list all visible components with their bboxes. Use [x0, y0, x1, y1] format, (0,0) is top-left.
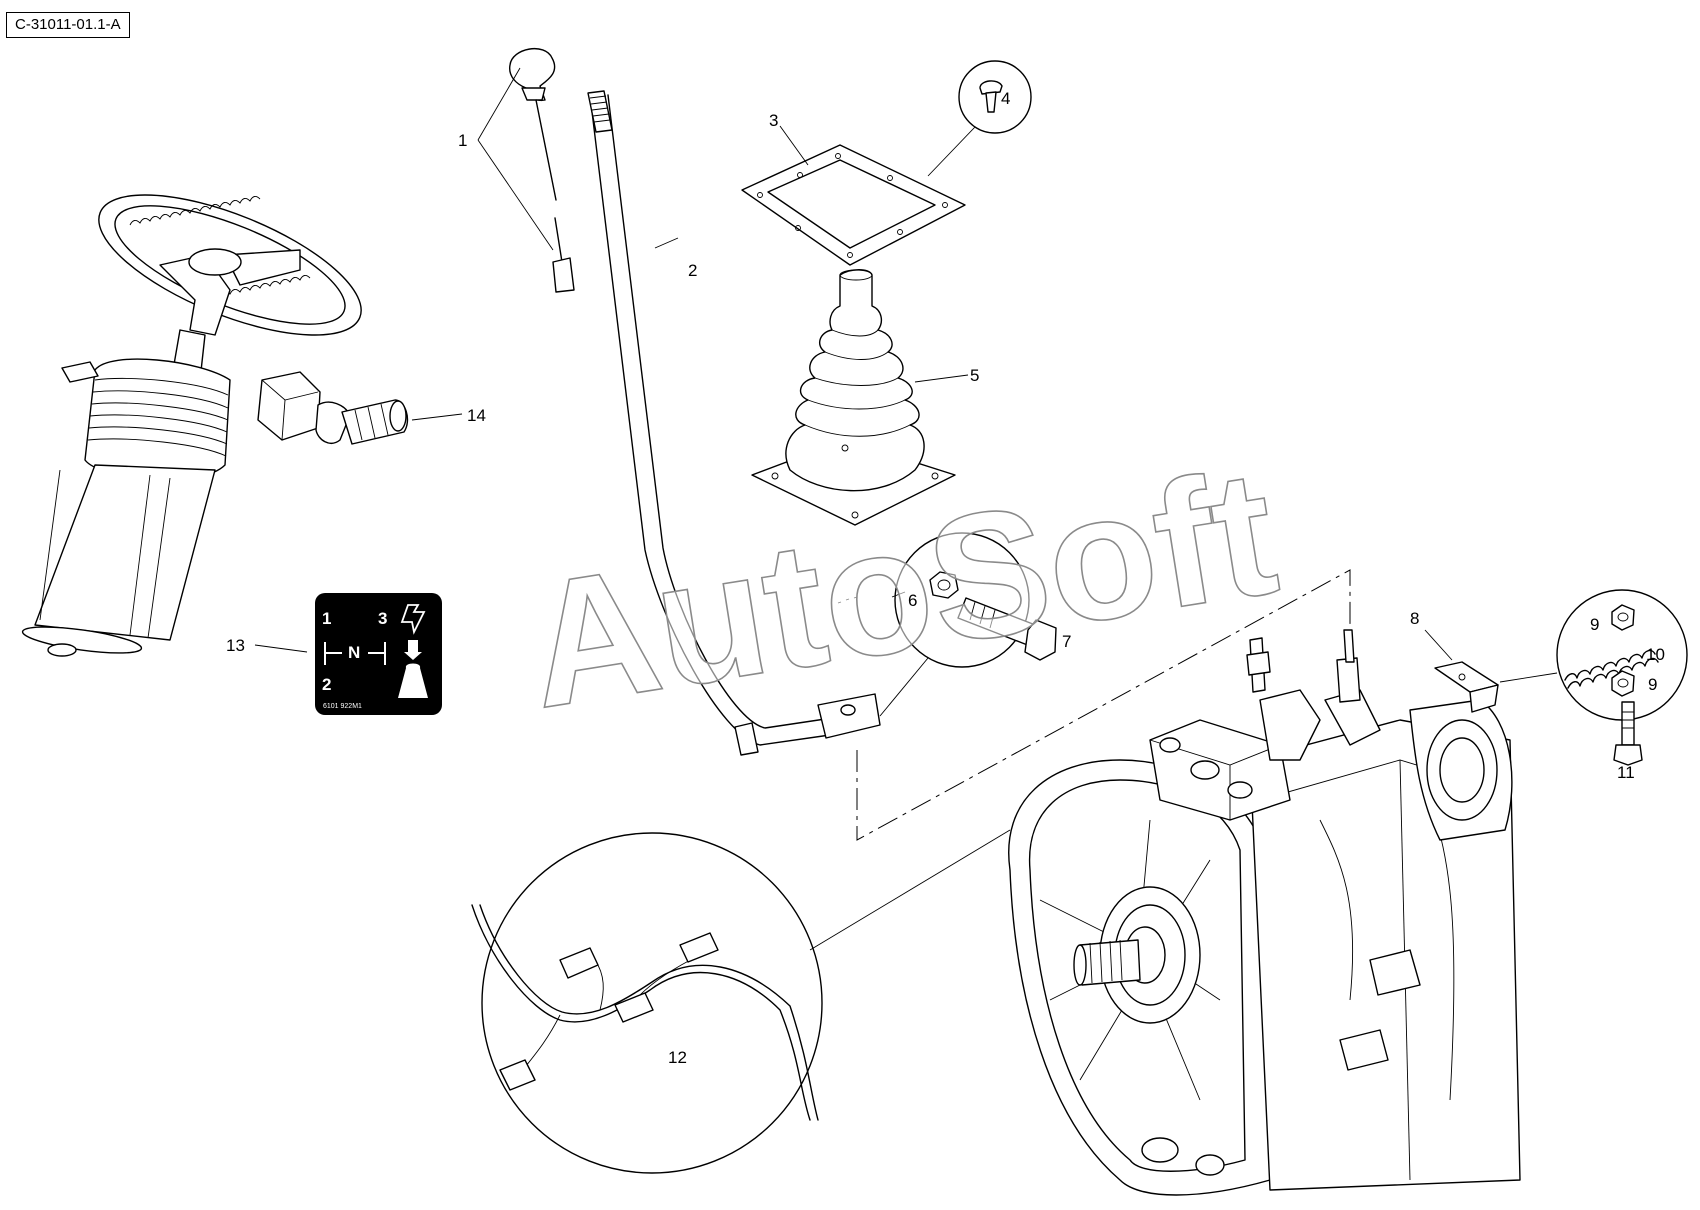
nut-bolt-detail: [894, 532, 1057, 668]
callout-13: 13: [226, 636, 245, 655]
callout-3: 3: [769, 111, 778, 130]
gear-lever-knob: [509, 48, 575, 293]
callout-5: 5: [970, 366, 979, 385]
callout-10: 10: [1646, 645, 1665, 664]
decal-part-number: 6101 922M1: [323, 703, 362, 710]
callout-1: 1: [458, 131, 467, 150]
callout-12: 12: [668, 1048, 687, 1067]
callout-7: 7: [1062, 632, 1071, 651]
transmission: [1008, 629, 1521, 1196]
callout-6: 6: [908, 591, 917, 610]
column-switch: [257, 371, 409, 445]
gasket-plate: [741, 144, 966, 266]
decal-gear-3: 3: [378, 609, 387, 628]
callout-9-top: 9: [1590, 615, 1599, 634]
drawing-code-label: C-31011-01.1-A: [6, 12, 130, 38]
callout-9-bottom: 9: [1648, 675, 1657, 694]
callout-4: 4: [1001, 89, 1010, 108]
bolt: [1613, 701, 1643, 766]
shift-rod: [587, 90, 881, 756]
decal-gear-1: 1: [322, 609, 331, 628]
callout-2: 2: [688, 261, 697, 280]
screw-detail: [958, 60, 1032, 134]
spring-detail: [1556, 589, 1688, 721]
steering-column: [21, 194, 362, 657]
rubber-boot: [751, 269, 956, 526]
gear-pattern-decal: 1 3 2 N 6101 922M1: [315, 593, 442, 715]
wiring-harness-detail: [471, 832, 823, 1174]
decal-neutral: N: [348, 643, 360, 662]
callout-11: 11: [1617, 763, 1635, 782]
callout-8: 8: [1410, 609, 1419, 628]
bracket: [1434, 661, 1499, 713]
callout-14: 14: [467, 406, 486, 425]
decal-gear-2: 2: [322, 675, 331, 694]
